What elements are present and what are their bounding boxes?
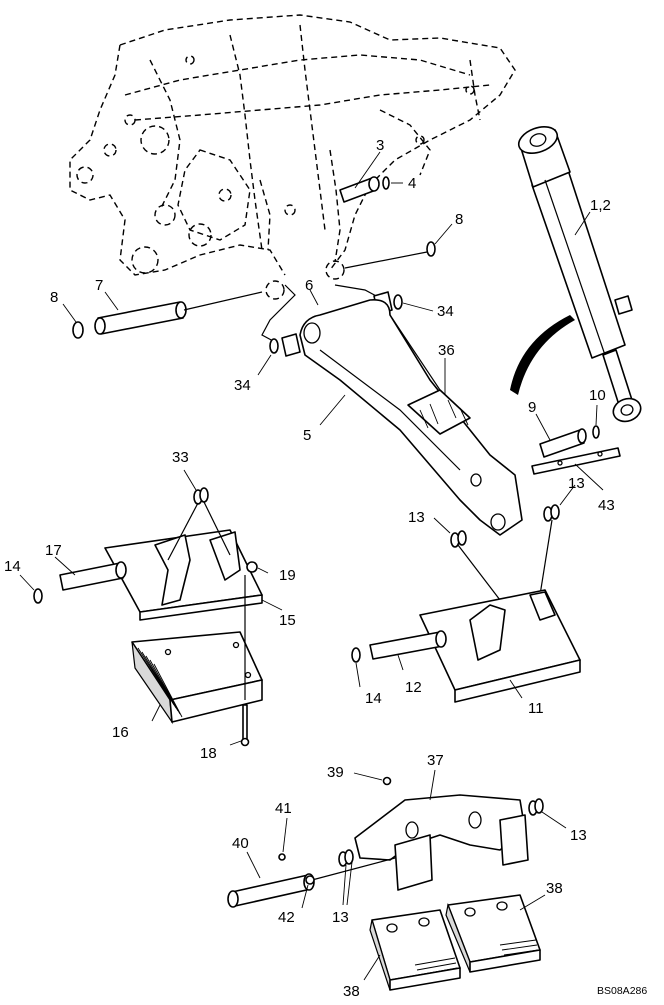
loader-frame-phantom: [69, 14, 516, 300]
callout-link: 6: [305, 277, 313, 294]
callout-pin-bracket-right: 12: [405, 679, 422, 696]
callout-ring-right-upper: 8: [455, 211, 463, 228]
weight-block-left: [369, 909, 461, 991]
plate-left: [33, 487, 263, 621]
callout-pin-bracket-left: 17: [45, 542, 62, 559]
callout-rod-right: 43: [598, 497, 615, 514]
callout-bushing-right: 34: [437, 303, 454, 320]
link-group: [261, 284, 403, 357]
callout-pin-weight: 40: [232, 835, 249, 852]
callout-washers-arm-right: 13: [568, 475, 585, 492]
callout-ring-lower-right: 10: [589, 387, 606, 404]
callout-washers-weight-left: 13: [332, 909, 349, 926]
callout-bracket-right: 11: [528, 700, 544, 717]
callout-weight-block-right: 38: [546, 880, 563, 897]
callout-pin-lower-right: 9: [528, 399, 536, 416]
callout-washers-weight-right: 13: [570, 827, 587, 844]
pin-weight-group: [227, 849, 396, 908]
callout-pin-left: 7: [95, 277, 103, 294]
weight-frame: [354, 776, 544, 891]
callout-cylinder: 1,2: [590, 197, 611, 214]
callout-arm: 5: [303, 427, 311, 444]
callout-ring-bracket-right: 14: [365, 690, 382, 707]
callout-nut-plate: 19: [279, 567, 296, 584]
pin-top-group: [339, 176, 390, 203]
callout-fitting-bottom: 42: [278, 909, 295, 926]
callout-pin-top: 3: [376, 137, 384, 154]
bracket-right: [351, 589, 581, 703]
document-reference: BS08A286: [597, 985, 647, 997]
callout-nut-frame: 39: [327, 764, 344, 781]
arm-washers: [450, 504, 560, 601]
pin-left-group: [72, 241, 436, 339]
callout-bushing-left: 34: [234, 377, 251, 394]
callout-washers-arm-left: 13: [408, 509, 425, 526]
callout-fitting-top: 41: [275, 800, 292, 817]
callout-counterweight-stack: 16: [112, 724, 129, 741]
callout-bolt-stack: 18: [200, 745, 217, 762]
callout-weight-frame: 37: [427, 752, 444, 769]
leader-lines: [19, 151, 604, 981]
counterweight-stack: [131, 575, 263, 747]
callouts: 3 4 1,2 8 7 8 6 34 34 5 36 9 10 43 13 13…: [4, 137, 647, 1000]
arm: [299, 298, 523, 536]
callout-ring-left: 8: [50, 289, 58, 306]
callout-ring-far-left: 14: [4, 558, 21, 575]
guard-plate: [407, 389, 471, 435]
callout-guard: 36: [438, 342, 455, 359]
callout-bracket-left: 33: [172, 449, 189, 466]
callout-ring-top: 4: [408, 175, 416, 192]
pin-right-group: [531, 425, 621, 475]
weight-block-right: [445, 894, 541, 973]
callout-weight-block-left: 38: [343, 983, 360, 1000]
callout-plate-left: 15: [279, 612, 296, 629]
hydraulic-cylinder: [510, 126, 642, 423]
